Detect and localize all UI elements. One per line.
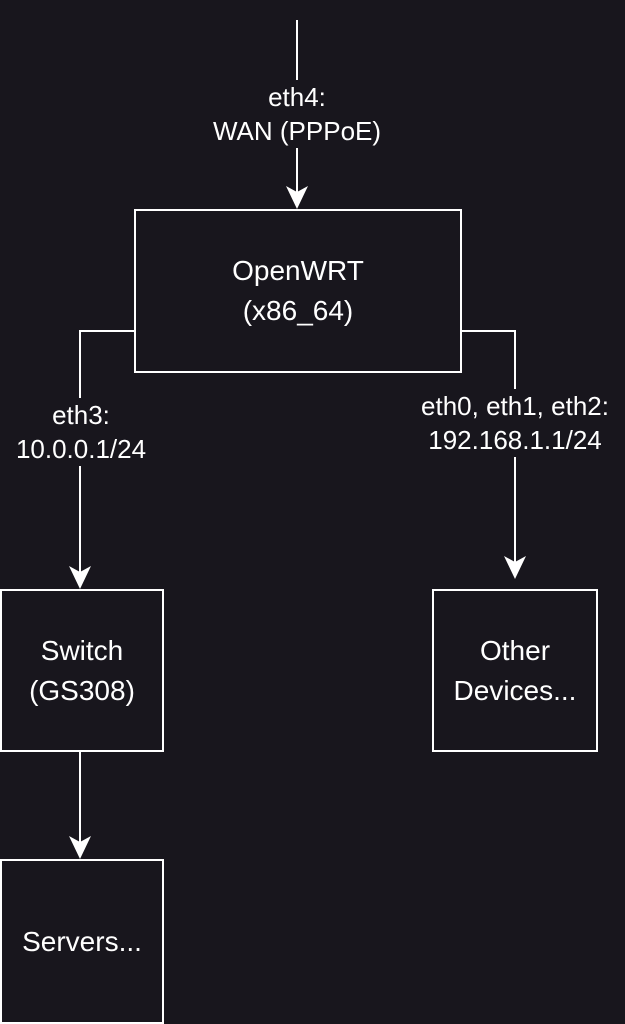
servers-node[interactable]: Servers... (0, 859, 164, 1024)
lan-right-edge-line (461, 330, 516, 562)
lan-right-edge-arrowhead (504, 556, 526, 579)
lan-left-edge-label: eth3: 10.0.0.1/24 (4, 398, 158, 466)
switch-servers-edge-arrowhead (69, 836, 91, 859)
switch-node-subtitle: (GS308) (29, 674, 135, 706)
other-devices-node-line2: Devices... (453, 674, 577, 706)
lan-left-edge-arrowhead (69, 566, 91, 589)
wan-edge-arrowhead (286, 186, 308, 209)
lan-left-edge-label-line1: eth3: (52, 400, 110, 430)
switch-node[interactable]: Switch (GS308) (0, 589, 164, 752)
servers-node-title: Servers... (22, 925, 142, 957)
lan-left-edge-label-line2: 10.0.0.1/24 (15, 434, 147, 464)
lan-right-edge-label: eth0, eth1, eth2: 192.168.1.1/24 (404, 389, 625, 457)
openwrt-node[interactable]: OpenWRT (x86_64) (134, 209, 462, 373)
other-devices-node-line1: Other (479, 634, 551, 666)
wan-edge-label-line2: WAN (PPPoE) (212, 116, 382, 146)
switch-node-title: Switch (40, 634, 124, 666)
openwrt-node-subtitle: (x86_64) (242, 295, 354, 326)
lan-right-edge-label-line1: eth0, eth1, eth2: (421, 391, 609, 421)
other-devices-node[interactable]: Other Devices... (432, 589, 598, 752)
lan-left-edge-line (79, 330, 135, 572)
wan-edge-label: eth4: WAN (PPPoE) (196, 80, 398, 148)
wan-edge-label-line1: eth4: (268, 82, 326, 112)
openwrt-node-title: OpenWRT (232, 255, 364, 286)
lan-right-edge-label-line2: 192.168.1.1/24 (428, 425, 602, 455)
